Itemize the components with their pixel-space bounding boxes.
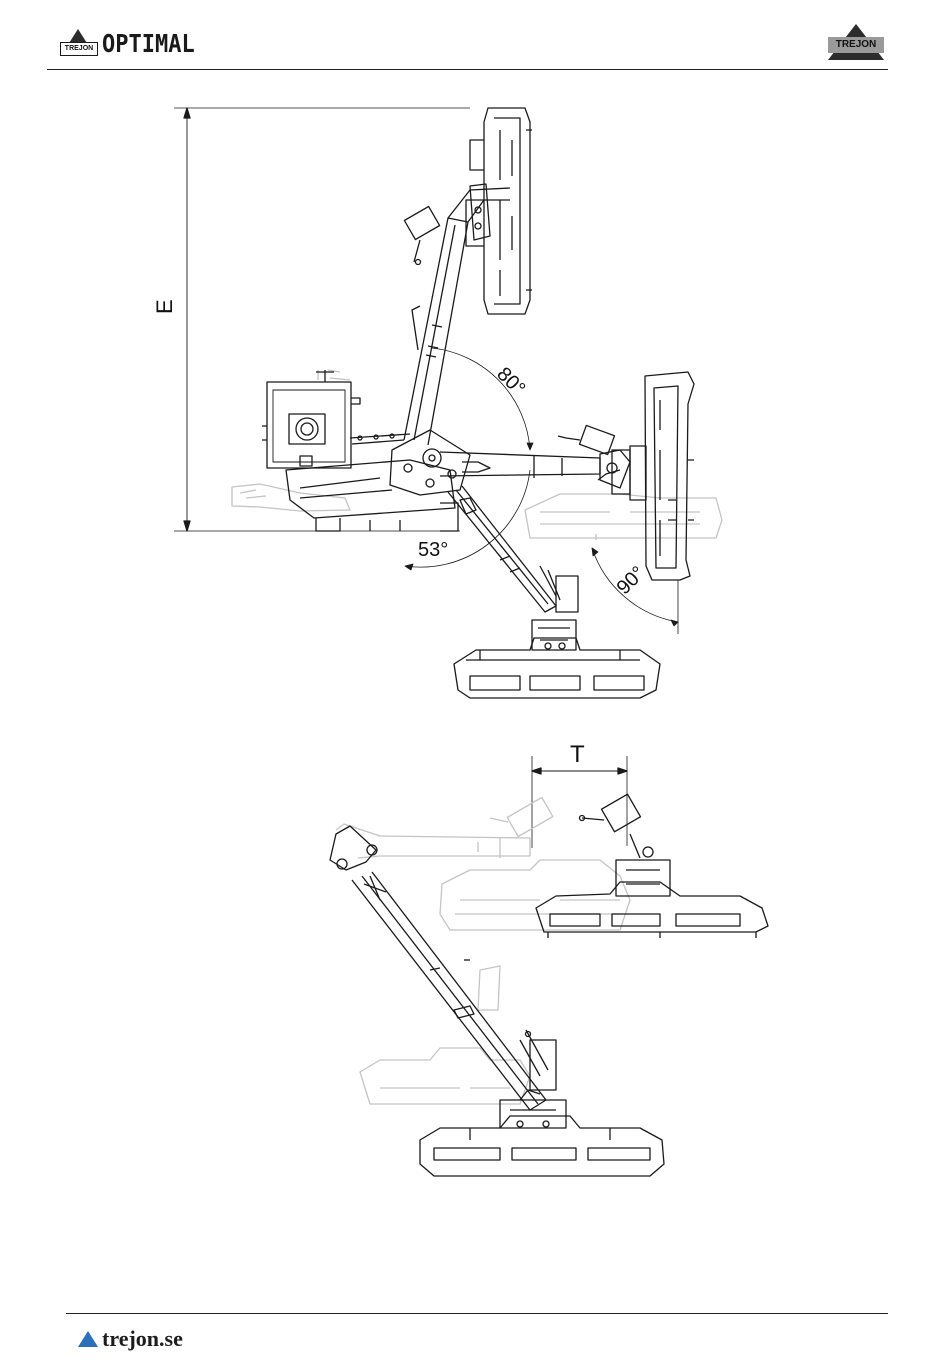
boom-horizontal (440, 450, 630, 488)
dimension-t-label: T (570, 741, 585, 768)
footer-website: trejon.se (102, 1326, 183, 1352)
hydraulic-unit (262, 370, 360, 468)
footer-divider (66, 1313, 888, 1314)
angle-80-label: 80° (492, 363, 529, 400)
boom-raised (404, 188, 510, 445)
angle-53-label: 53° (418, 539, 448, 561)
ghost-carrier-top (232, 370, 722, 540)
dimension-t-line (532, 756, 627, 848)
angle-90-label: 90° (613, 562, 650, 599)
boom-offset (330, 826, 556, 1110)
page-footer: trejon.se (78, 1326, 183, 1352)
boom-lowered (448, 486, 578, 612)
trejon-triangle-icon (78, 1331, 98, 1347)
flail-head-offset (536, 794, 768, 938)
angle-arcs (405, 348, 678, 634)
flail-head-lowered (454, 620, 660, 698)
flail-head-right (558, 372, 694, 580)
ghost-boom-bottom (336, 797, 630, 1104)
dimension-e-label: E (152, 299, 177, 314)
